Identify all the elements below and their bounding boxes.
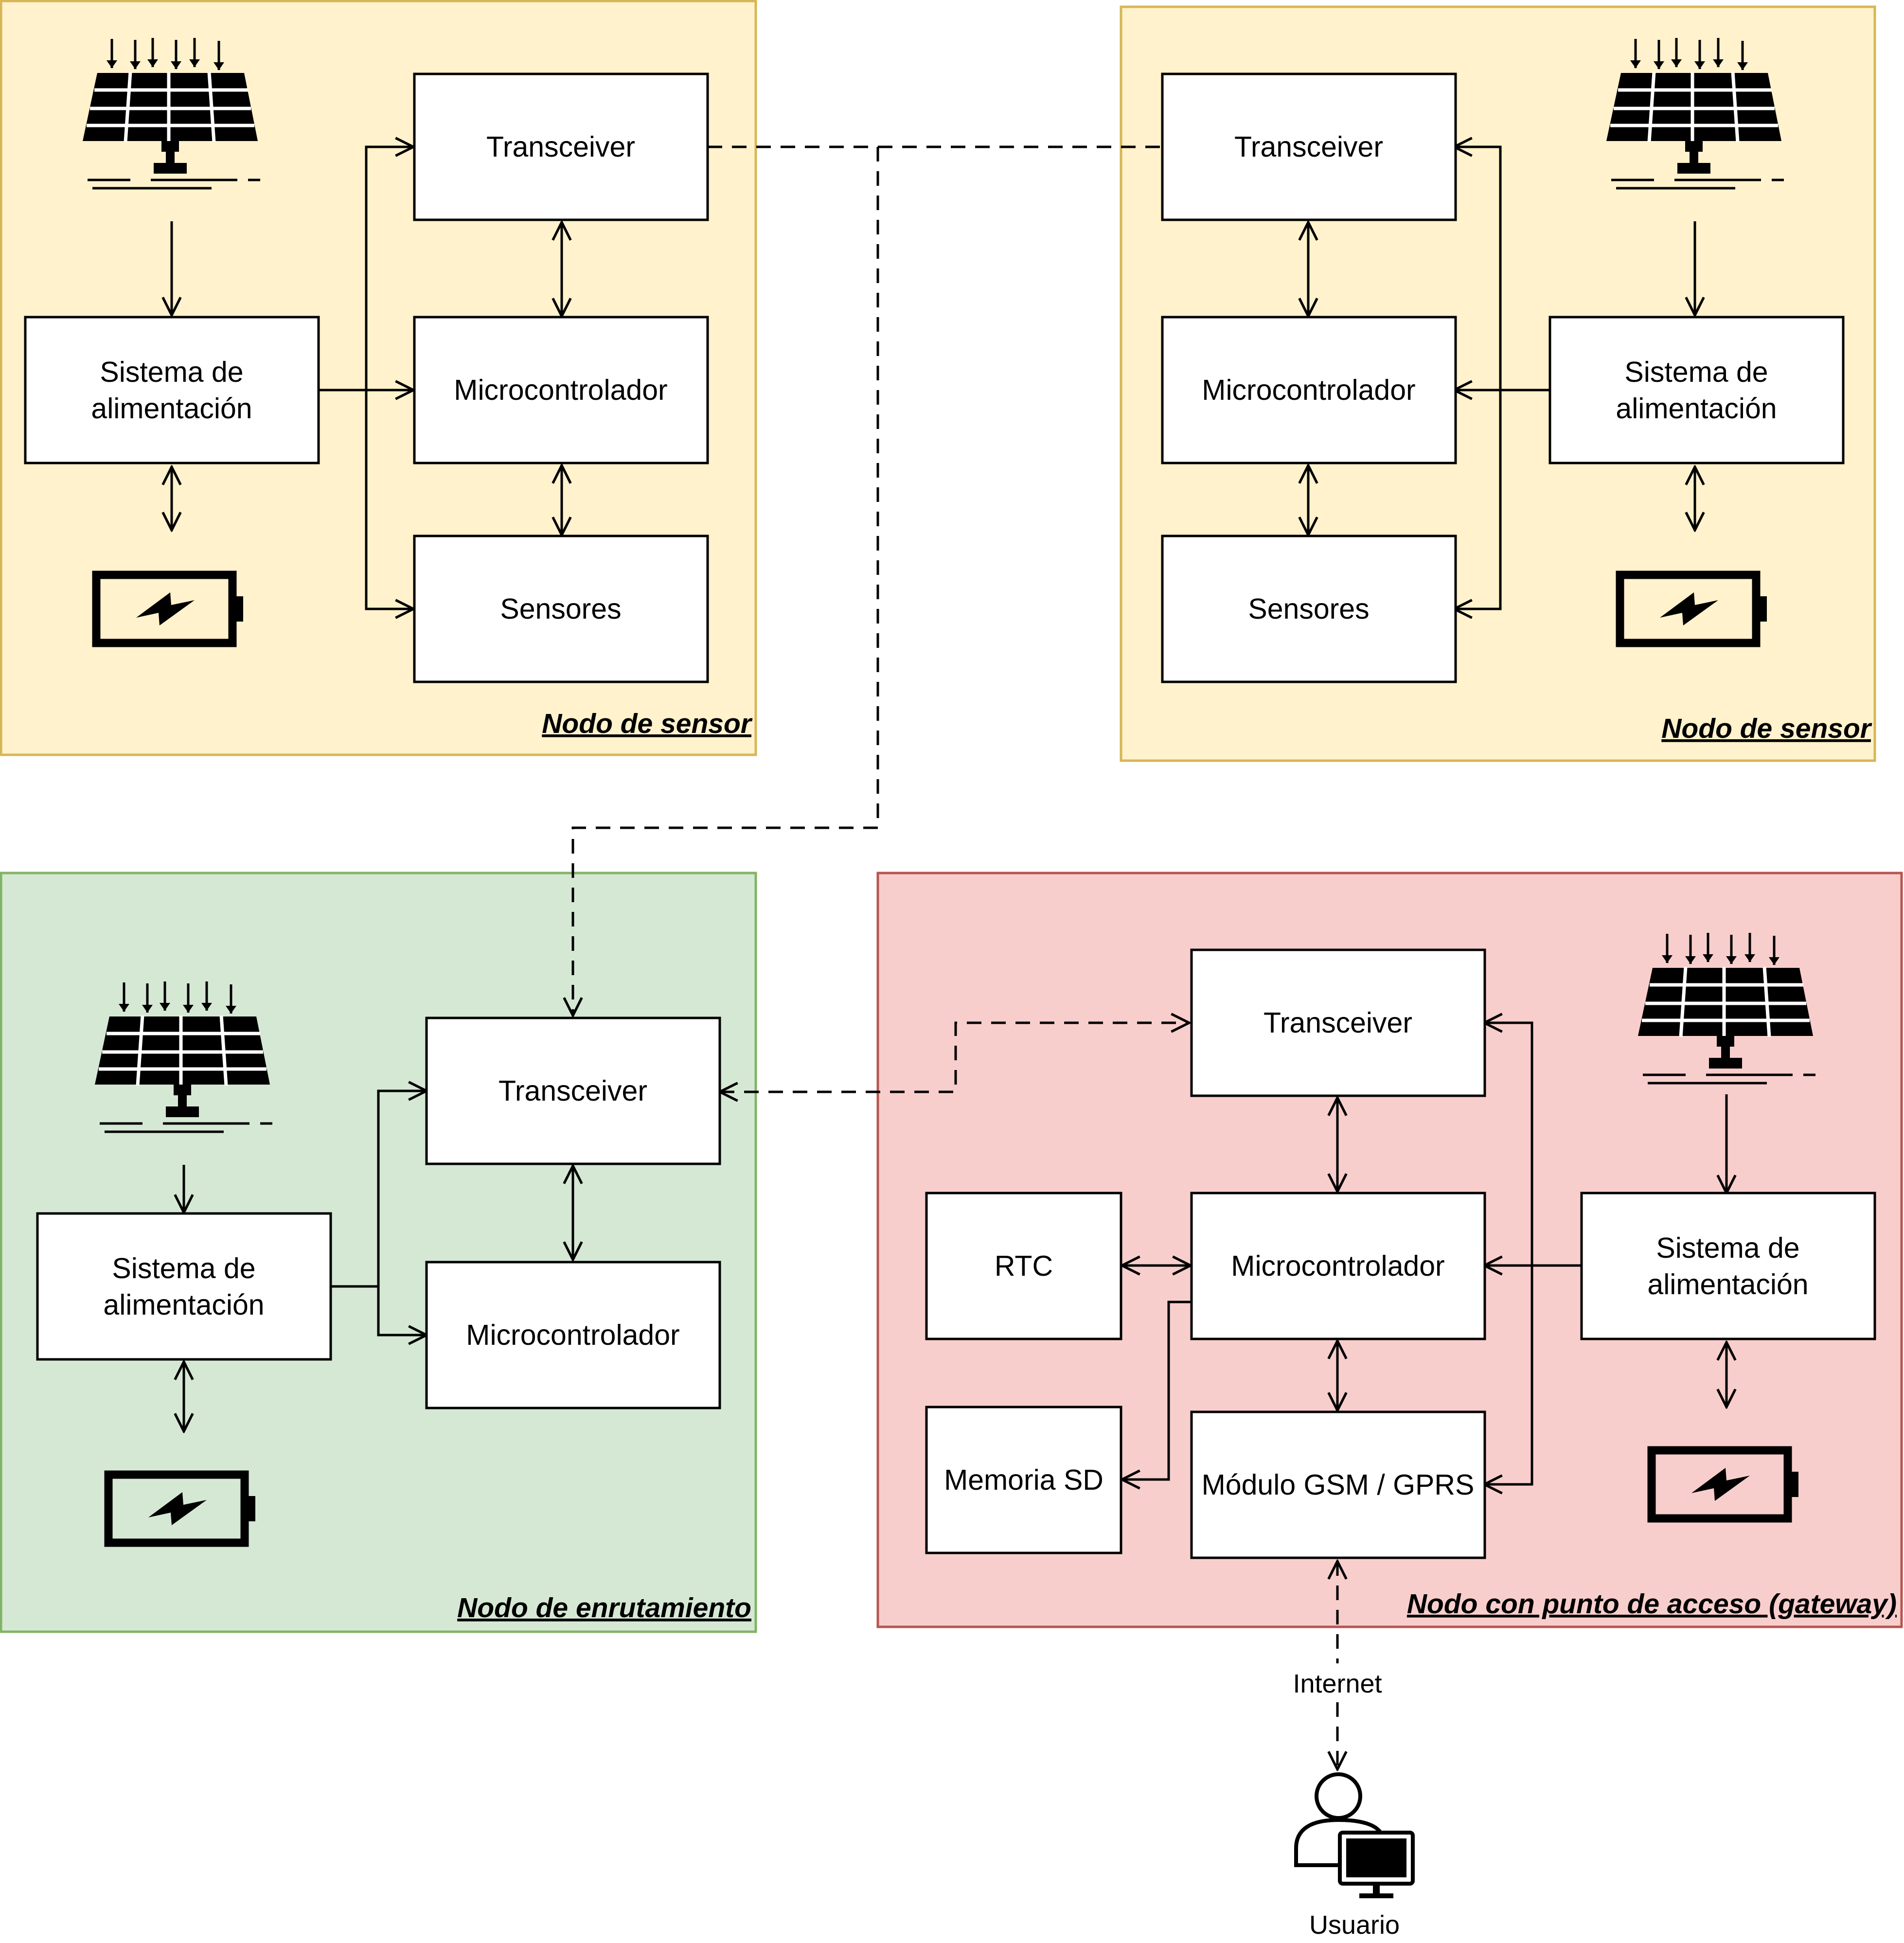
power-system-box[interactable]: Sistema de alimentación	[1548, 316, 1845, 464]
power-system-label-line2: alimentación	[1616, 392, 1777, 425]
power-system-label-line1: Sistema de	[1624, 356, 1768, 388]
transceiver-label: Transceiver	[486, 131, 635, 163]
power-system-label-line1: Sistema de	[1656, 1232, 1799, 1264]
power-system-box[interactable]: Sistema de alimentación	[1580, 1192, 1876, 1340]
transceiver-box[interactable]: Transceiver	[1190, 948, 1486, 1097]
user-computer-icon	[1294, 1772, 1415, 1898]
microcontroller-label: Microcontrolador	[1231, 1250, 1444, 1282]
power-system-label-line2: alimentación	[91, 392, 252, 425]
rtc-box[interactable]: RTC	[925, 1192, 1122, 1340]
power-system-label-line1: Sistema de	[100, 356, 243, 388]
power-system-label-line2: alimentación	[1647, 1268, 1808, 1301]
sd-memory-label: Memoria SD	[944, 1464, 1103, 1496]
sensors-box[interactable]: Sensores	[413, 535, 709, 683]
radio-links	[573, 145, 1337, 1769]
sensor-node-left-title: Nodo de sensor	[542, 708, 753, 739]
internet-label-bg	[1284, 1663, 1391, 1702]
sd-memory-box[interactable]: Memoria SD	[925, 1406, 1122, 1554]
gsm-gprs-module-box[interactable]: Módulo GSM / GPRS	[1190, 1410, 1486, 1559]
sensor-right-connectors	[1308, 147, 1695, 609]
transceiver-label: Transceiver	[1234, 131, 1383, 163]
user-label: Usuario	[1309, 1910, 1400, 1940]
transceiver-label: Transceiver	[1263, 1007, 1412, 1039]
sensors-box[interactable]: Sensores	[1161, 535, 1457, 683]
power-system-label-line1: Sistema de	[112, 1252, 255, 1284]
power-system-box[interactable]: Sistema de alimentación	[24, 316, 320, 464]
transceiver-box[interactable]: Transceiver	[1161, 72, 1457, 221]
microcontroller-box[interactable]: Microcontrolador	[1190, 1192, 1486, 1340]
microcontroller-box[interactable]: Microcontrolador	[1161, 316, 1457, 464]
gateway-node-title: Nodo con punto de acceso (gateway)	[1407, 1588, 1897, 1620]
routing-node-title: Nodo de enrutamiento	[457, 1592, 751, 1623]
microcontroller-label: Microcontrolador	[1202, 374, 1415, 406]
microcontroller-label: Microcontrolador	[454, 374, 667, 406]
transceiver-label: Transceiver	[498, 1075, 647, 1107]
sensors-label: Sensores	[500, 593, 621, 625]
sensors-label: Sensores	[1248, 593, 1369, 625]
transceiver-box[interactable]: Transceiver	[425, 1016, 721, 1165]
power-system-box[interactable]: Sistema de alimentación	[36, 1212, 332, 1361]
gsm-gprs-module-label: Módulo GSM / GPRS	[1202, 1469, 1475, 1501]
sensor-node-right-title: Nodo de sensor	[1661, 713, 1872, 744]
rtc-label: RTC	[995, 1250, 1053, 1282]
microcontroller-label: Microcontrolador	[466, 1319, 679, 1351]
transceiver-box[interactable]: Transceiver	[413, 72, 709, 221]
power-system-label-line2: alimentación	[103, 1289, 264, 1321]
internet-label: Internet	[1293, 1669, 1382, 1698]
microcontroller-box[interactable]: Microcontrolador	[413, 316, 709, 464]
microcontroller-box[interactable]: Microcontrolador	[425, 1261, 721, 1409]
sensor-left-connectors	[172, 147, 562, 609]
routing-connectors	[184, 1091, 573, 1431]
gateway-connectors	[1122, 1023, 1726, 1484]
